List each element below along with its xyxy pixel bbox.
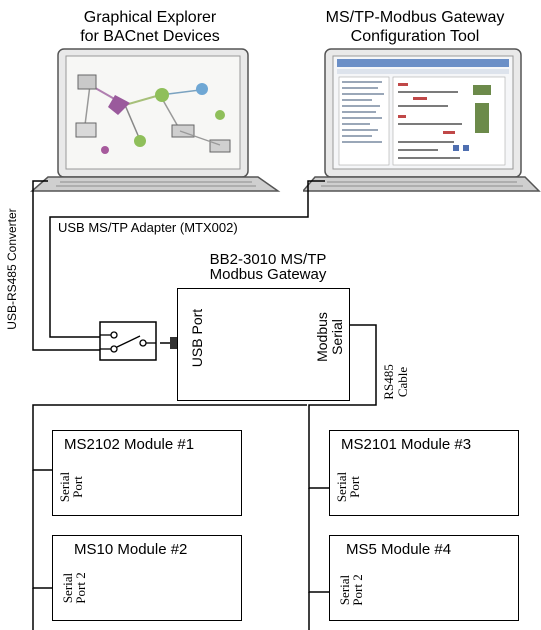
module-4-port-label: Serial Port 2 [337, 552, 365, 628]
graph-screen-content [75, 74, 231, 154]
usb-mstp-adapter-cable [49, 180, 325, 338]
module-2-title: MS10 Module #2 [74, 541, 188, 558]
rs485-cable-line1: RS485 [381, 364, 396, 400]
module-1-port-label: Serial Port [57, 452, 85, 522]
rs485-cable-line2: Cable [395, 366, 410, 398]
module-3-port-line2: Port [347, 476, 362, 498]
module-3-port-label: Serial Port [334, 452, 362, 522]
laptop-1-title-line2: for BACnet Devices [80, 28, 220, 45]
laptop-1-title-line1: Graphical Explorer [83, 9, 217, 26]
usb-switch [99, 321, 177, 361]
gateway-usb-port-label: USB Port [189, 308, 205, 368]
rs485-cable-label: RS485 Cable [381, 347, 410, 417]
usb-rs485-cable [32, 180, 115, 351]
module-box-1 [52, 430, 242, 516]
module-4-title: MS5 Module #4 [346, 541, 452, 558]
module-box-2 [52, 535, 242, 621]
rs485-cable [308, 324, 377, 418]
gateway-title: BB2-3010 MS/TP Modbus Gateway [168, 252, 368, 282]
module-2-port-label: Serial Port 2 [60, 550, 88, 626]
module-3-title: MS2101 Module #3 [341, 436, 472, 453]
config-window-content [337, 59, 509, 166]
right-serial-bus [308, 418, 330, 489]
module-2-port-line2: Port 2 [73, 572, 88, 604]
usb-rs485-converter-label: USB-RS485 Converter [5, 208, 19, 330]
module-1-port-line2: Port [70, 476, 85, 498]
laptop-2-title-line1: MS/TP-Modbus Gateway [325, 9, 505, 26]
laptop-2-title: MS/TP-Modbus Gateway Configuration Tool [290, 8, 540, 46]
gateway-modbus-serial-label: Modbus Serial [314, 292, 345, 382]
module-4-port-line2: Port 2 [350, 574, 365, 606]
module-box-3 [329, 430, 519, 516]
laptop-2-title-line2: Configuration Tool [350, 28, 480, 45]
gateway-modbus-line2: Serial [329, 319, 345, 355]
gateway-modbus-line1: Modbus [314, 312, 330, 362]
gateway-title-line1: BB2-3010 MS/TP [209, 251, 327, 268]
usb-mstp-adapter-label: USB MS/TP Adapter (MTX002) [58, 220, 238, 235]
module-box-4 [329, 535, 519, 621]
module-1-title: MS2102 Module #1 [64, 436, 195, 453]
laptop-1-icon [30, 48, 281, 192]
gateway-box [177, 288, 350, 401]
laptop-1-title: Graphical Explorer for BACnet Devices [40, 8, 260, 46]
left-serial-bus [32, 404, 307, 471]
laptop-2-icon [303, 48, 541, 192]
gateway-title-line2: Modbus Gateway [209, 266, 327, 283]
